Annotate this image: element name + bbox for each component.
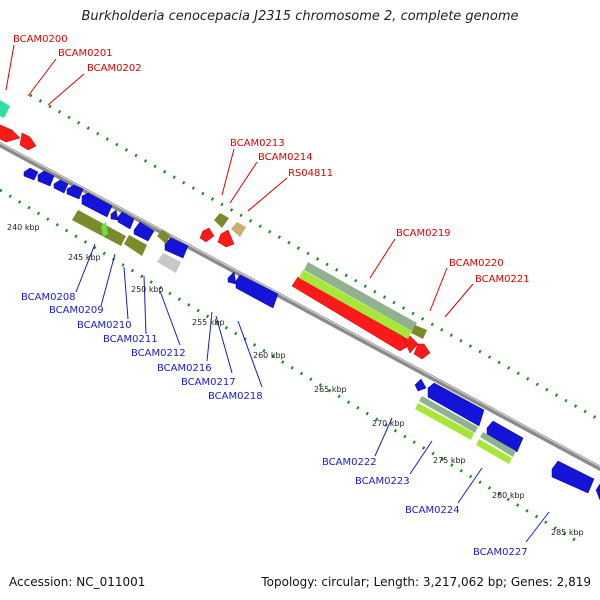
gene-label-bcam0210: BCAM0210 — [77, 320, 132, 331]
reverse-gene — [23, 167, 39, 181]
reverse-gene-labels: BCAM0208 BCAM0209 BCAM0210 BCAM0211 BCAM… — [21, 292, 528, 558]
scale-label: 255 kbp — [192, 318, 225, 327]
teal-feature — [0, 100, 10, 118]
olive-feature — [124, 235, 147, 256]
scale-labels: 240 kbp 245 kbp 250 kbp 255 kbp 260 kbp … — [7, 223, 584, 537]
olive-feature — [157, 230, 170, 244]
genome-backbone-highlight — [0, 142, 600, 468]
scale-label: 285 kbp — [551, 528, 584, 537]
light-green-feature — [476, 439, 512, 464]
sage-feature — [480, 432, 516, 457]
reverse-gene — [37, 170, 55, 187]
tan-feature — [231, 222, 246, 237]
reverse-gene — [414, 378, 427, 392]
olive-feature — [214, 213, 229, 228]
reverse-gene — [551, 460, 595, 494]
accession-text: Accession: NC_011001 — [9, 575, 146, 589]
gene-label-bcam0219: BCAM0219 — [396, 228, 451, 239]
reverse-gene — [486, 420, 524, 453]
map-title: Burkholderia cenocepacia J2315 chromosom… — [81, 9, 519, 24]
genome-backbone — [0, 141, 600, 472]
gene-label-bcam0217: BCAM0217 — [181, 377, 236, 388]
scale-label: 250 kbp — [131, 285, 164, 294]
forward-gene — [217, 229, 235, 248]
gene-label-bcam0208: BCAM0208 — [21, 292, 76, 303]
reverse-gene — [53, 179, 69, 194]
gene-label-bcam0209: BCAM0209 — [49, 305, 104, 316]
gene-label-bcam0224: BCAM0224 — [405, 505, 460, 516]
forward-genes — [0, 124, 431, 360]
scale-label: 260 kbp — [253, 351, 286, 360]
gene-label-bcam0220: BCAM0220 — [449, 258, 504, 269]
forward-gene — [413, 343, 431, 360]
reverse-gene — [110, 209, 119, 221]
forward-gene — [199, 227, 215, 243]
reverse-gene — [235, 274, 279, 309]
gene-label-bcam0213: BCAM0213 — [230, 138, 285, 149]
gene-label-bcam0200: BCAM0200 — [13, 34, 68, 45]
scale-label: 275 kbp — [433, 456, 466, 465]
gene-label-rs04811: RS04811 — [288, 168, 333, 179]
reverse-gene — [164, 237, 189, 259]
forward-label-leaders — [5, 44, 474, 318]
gene-label-bcam0202: BCAM0202 — [87, 63, 142, 74]
gene-label-bcam0223: BCAM0223 — [355, 476, 410, 487]
sage-feature — [419, 396, 478, 433]
light-green-feature — [299, 270, 412, 339]
scale-label: 240 kbp — [7, 223, 40, 232]
reverse-gene — [66, 184, 84, 200]
sage-feature — [304, 262, 417, 331]
gene-label-bcam0221: BCAM0221 — [475, 274, 530, 285]
reverse-gene — [595, 483, 600, 501]
olive-feature — [411, 325, 427, 339]
forward-gene — [19, 132, 37, 151]
scale-label: 280 kbp — [492, 491, 525, 500]
gene-label-bcam0222: BCAM0222 — [322, 457, 377, 468]
grey-feature — [157, 253, 181, 273]
forward-gene-labels: BCAM0200 BCAM0201 BCAM0202 BCAM0213 BCAM… — [13, 34, 530, 285]
olive-feature — [72, 210, 126, 246]
reverse-gene — [427, 382, 485, 427]
gene-label-bcam0211: BCAM0211 — [103, 334, 158, 345]
reverse-gene — [133, 221, 155, 242]
reverse-gene — [81, 192, 113, 218]
gene-label-bcam0218: BCAM0218 — [208, 391, 263, 402]
light-green-feature — [415, 403, 474, 440]
gene-label-bcam0212: BCAM0212 — [131, 348, 186, 359]
gene-label-bcam0216: BCAM0216 — [157, 363, 212, 374]
scale-label: 270 kbp — [372, 419, 405, 428]
reverse-genes — [23, 167, 600, 501]
gene-label-bcam0227: BCAM0227 — [473, 547, 528, 558]
scale-label: 265 kbp — [314, 385, 347, 394]
inner-tick-track — [0, 188, 576, 542]
gene-label-bcam0214: BCAM0214 — [258, 152, 313, 163]
forward-gene — [0, 124, 21, 143]
light-green-feature — [101, 222, 108, 237]
reverse-label-leaders — [75, 243, 550, 543]
scale-label: 245 kbp — [68, 253, 101, 262]
reverse-gene — [117, 211, 135, 230]
genome-summary-text: Topology: circular; Length: 3,217,062 bp… — [261, 575, 591, 589]
gene-label-bcam0201: BCAM0201 — [58, 48, 113, 59]
outer-tick-track — [29, 93, 600, 422]
